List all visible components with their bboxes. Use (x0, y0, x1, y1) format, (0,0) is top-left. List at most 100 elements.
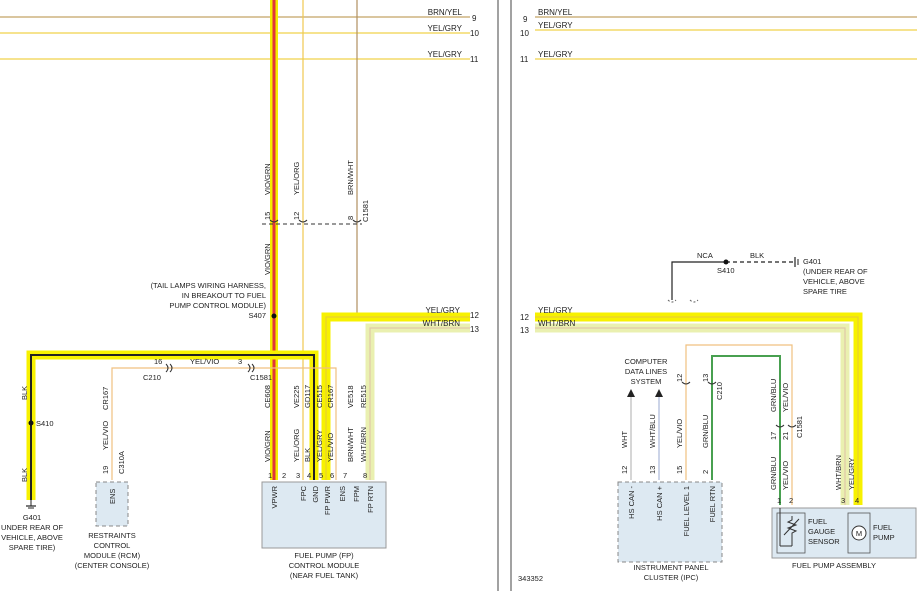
svg-text:(UNDER REAR OF: (UNDER REAR OF (803, 267, 868, 276)
wire-number: 11 (470, 55, 479, 64)
svg-text:9: 9 (523, 15, 528, 24)
svg-text:1: 1 (777, 496, 781, 505)
rcm-pin-name: ENS (108, 489, 117, 504)
ground-g401-label: G401 UNDER REAR OF VEHICLE, ABOVE SPARE … (1, 513, 64, 552)
fpcm-name: FUEL PUMP (FP) CONTROL MODULE (NEAR FUEL… (289, 551, 360, 580)
rcm-module (95, 481, 129, 527)
pump-pins: 1 2 3 4 (777, 496, 859, 505)
svg-text:RESTRAINTS: RESTRAINTS (88, 531, 136, 540)
wire-number: 10 (470, 29, 479, 38)
svg-text:VEHICLE, ABOVE: VEHICLE, ABOVE (803, 277, 865, 286)
ipc-wire-labels: WHT WHT/BLU YEL/VIO GRN/BLU (620, 414, 710, 448)
svg-text:FP PWR: FP PWR (323, 485, 332, 515)
splice-s410: S410 (36, 419, 54, 428)
svg-text:WHT/BRN: WHT/BRN (834, 455, 843, 490)
svg-text:13: 13 (470, 325, 479, 334)
svg-text:HS CAN +: HS CAN + (655, 485, 664, 520)
label-vio-grn: VIO/GRN (263, 163, 272, 195)
wire-label: BRN/YEL (428, 8, 463, 17)
svg-text:SPARE TIRE: SPARE TIRE (803, 287, 847, 296)
svg-text:WHT/BRN: WHT/BRN (423, 319, 461, 328)
ground-g401-icon (26, 500, 36, 509)
label-blk-bottom: BLK (20, 468, 29, 482)
svg-text:BLK: BLK (750, 251, 764, 260)
label-vio-grn-lower: VIO/GRN (263, 243, 272, 275)
svg-text:GRN/BLU: GRN/BLU (701, 415, 710, 448)
svg-text:G401: G401 (23, 513, 41, 522)
wire-wht-brn-right: 13 WHT/BRN (520, 319, 850, 505)
wire-grn-blu-ipc (711, 355, 781, 505)
svg-text:8: 8 (363, 471, 367, 480)
motor-icon (851, 525, 867, 541)
ipc-name: INSTRUMENT PANEL CLUSTER (IPC) (633, 563, 708, 582)
svg-text:VE225: VE225 (292, 385, 301, 408)
svg-text:6: 6 (330, 471, 334, 480)
svg-text:YEL/ORG: YEL/ORG (292, 428, 301, 462)
svg-text:YEL/GRY: YEL/GRY (847, 458, 856, 490)
fpcm-module (261, 481, 387, 549)
svg-text:VPWR: VPWR (270, 485, 279, 508)
svg-text:WHT: WHT (620, 431, 629, 448)
svg-text:CONTROL: CONTROL (94, 541, 131, 550)
svg-text:12: 12 (470, 311, 479, 320)
svg-text:UNDER REAR OF: UNDER REAR OF (1, 523, 64, 532)
wire-label: YEL/GRY (427, 24, 462, 33)
fuel-pump-label: FUEL PUMP (873, 523, 895, 542)
ipc-pins: 12 13 15 2 (620, 466, 710, 474)
svg-text:FUEL RTN: FUEL RTN (708, 486, 717, 522)
label-c1581: C1581 (361, 200, 370, 222)
svg-text:CE608: CE608 (263, 385, 272, 408)
svg-text:21: 21 (781, 432, 790, 440)
wire-wht-brn-13: WHT/BRN 13 (365, 319, 479, 480)
svg-text:FUEL PUMP (FP): FUEL PUMP (FP) (294, 551, 354, 560)
rcm-connector: C310A (117, 451, 126, 474)
arrow-up-icon (655, 389, 663, 397)
svg-text:IN BREAKOUT TO FUEL: IN BREAKOUT TO FUEL (182, 291, 266, 300)
wire-blk-ground (26, 350, 319, 500)
svg-text:2: 2 (282, 471, 286, 480)
svg-text:CONTROL MODULE: CONTROL MODULE (289, 561, 360, 570)
svg-text:BRN/YEL: BRN/YEL (538, 8, 573, 17)
svg-text:FP RTN: FP RTN (366, 486, 375, 513)
svg-text:S410: S410 (717, 266, 735, 275)
svg-text:VIO/GRN: VIO/GRN (263, 430, 272, 462)
right-top-wires: 9 BRN/YEL 10 YEL/GRY 11 YEL/GRY (520, 8, 917, 64)
label-yel-vio-top: YEL/VIO (781, 383, 790, 412)
svg-text:WHT/BRN: WHT/BRN (538, 319, 576, 328)
svg-text:C1581: C1581 (250, 373, 272, 382)
svg-text:HS CAN -: HS CAN - (627, 486, 636, 519)
svg-text:(TAIL LAMPS WIRING HARNESS,: (TAIL LAMPS WIRING HARNESS, (151, 281, 266, 290)
splice-s407-dot (271, 313, 277, 319)
svg-text:G401: G401 (803, 257, 821, 266)
svg-text:VE518: VE518 (346, 385, 355, 408)
svg-text:C1581: C1581 (795, 416, 804, 438)
svg-text:WHT/BRN: WHT/BRN (359, 427, 368, 462)
svg-text:WHT/BLU: WHT/BLU (648, 414, 657, 448)
svg-text:SPARE TIRE): SPARE TIRE) (9, 543, 56, 552)
pin-15: 15 (263, 212, 272, 220)
svg-text:3: 3 (841, 496, 845, 505)
label-grn-blu-top: GRN/BLU (769, 379, 778, 412)
wire-yel-vio-ipc (685, 344, 793, 505)
svg-text:YEL/VIO: YEL/VIO (326, 433, 335, 462)
svg-text:VEHICLE, ABOVE: VEHICLE, ABOVE (1, 533, 63, 542)
rcm-wire: YEL/VIO (101, 421, 110, 450)
arrow-up-icon (627, 389, 635, 397)
svg-text:FUEL LEVEL 1: FUEL LEVEL 1 (682, 486, 691, 536)
svg-text:13: 13 (648, 466, 657, 474)
svg-text:FPM: FPM (352, 486, 361, 502)
svg-text:12: 12 (675, 374, 684, 382)
ipc-pin-names: HS CAN - HS CAN + FUEL LEVEL 1 FUEL RTN (627, 485, 717, 536)
svg-text:CR167: CR167 (326, 385, 335, 408)
svg-text:CE515: CE515 (315, 385, 324, 408)
svg-text:CLUSTER (IPC): CLUSTER (IPC) (644, 573, 699, 582)
svg-text:YEL/GRY: YEL/GRY (538, 21, 573, 30)
svg-text:DATA LINES: DATA LINES (625, 367, 667, 376)
fuel-gauge-label: FUEL GAUGE SENSOR (808, 517, 840, 546)
svg-text:2: 2 (789, 496, 793, 505)
svg-text:BRN/WHT: BRN/WHT (346, 427, 355, 462)
svg-text:4: 4 (307, 471, 311, 480)
svg-text:GND: GND (311, 485, 320, 502)
sensor-connector-c1581: 17 21 C1581 (769, 416, 804, 440)
